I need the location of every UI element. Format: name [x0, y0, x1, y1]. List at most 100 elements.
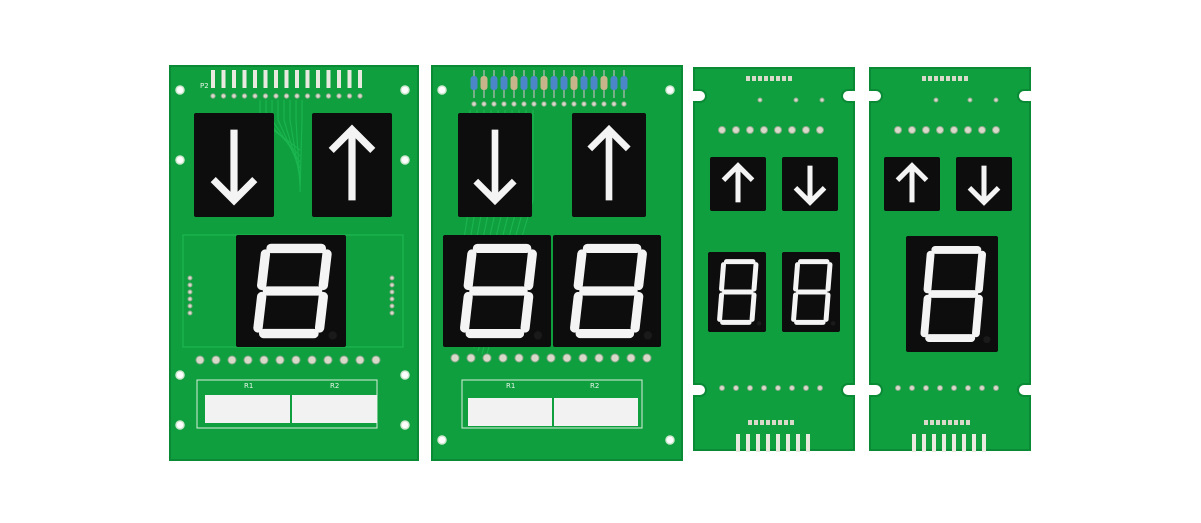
- arrow-head: [587, 124, 631, 152]
- arrow-head: [210, 177, 258, 206]
- smd-pad: [776, 76, 780, 81]
- decimal-point: [328, 331, 337, 340]
- segment-b: [825, 262, 833, 292]
- decimal-point: [756, 321, 762, 326]
- seven-segment-digit: [708, 252, 766, 332]
- solder-pad: [371, 355, 381, 365]
- header-pin: [305, 70, 310, 88]
- up-arrow-icon: [710, 157, 766, 211]
- resistor: [590, 76, 598, 90]
- segment-e: [460, 291, 473, 333]
- resistor: [550, 76, 558, 90]
- header-pin: [776, 434, 780, 452]
- silk-label-p2: P2: [200, 82, 209, 90]
- header-pin: [211, 70, 215, 88]
- solder-pad: [992, 126, 1000, 134]
- segment-f: [923, 250, 935, 294]
- arrow-head: [721, 162, 755, 182]
- silk-label-r2: R2: [590, 382, 599, 390]
- solder-pad: [346, 93, 353, 99]
- resistor: [600, 76, 608, 90]
- solder-pad: [626, 353, 636, 363]
- header-pin: [326, 70, 331, 88]
- solder-pad: [774, 126, 782, 134]
- silk-label-r2: R2: [330, 382, 339, 390]
- solder-pad: [541, 101, 547, 107]
- header-pin: [263, 70, 268, 88]
- solder-pad: [979, 385, 985, 391]
- segment-e: [920, 294, 932, 338]
- smd-pad: [764, 76, 768, 81]
- solder-pad: [760, 126, 768, 134]
- solder-pad: [732, 126, 740, 134]
- solder-pad: [718, 126, 726, 134]
- smd-pad: [788, 76, 792, 81]
- solder-pad: [746, 126, 754, 134]
- solder-pad: [187, 310, 193, 316]
- smd-pad: [954, 420, 958, 425]
- up-arrow-icon: [312, 113, 392, 217]
- resistor: [500, 76, 508, 90]
- solder-pad: [816, 126, 824, 134]
- header-pin: [962, 434, 966, 452]
- down-arrow-icon: [194, 113, 274, 217]
- decimal-point: [830, 321, 836, 326]
- solder-pad: [923, 385, 929, 391]
- solder-pad: [252, 93, 258, 99]
- solder-pad: [389, 289, 395, 295]
- solder-pad: [389, 303, 395, 309]
- smd-pad: [960, 420, 964, 425]
- resistor: [520, 76, 528, 90]
- segment-b: [975, 250, 987, 294]
- solder-pad: [307, 355, 317, 365]
- header-pin: [912, 434, 916, 452]
- solder-pad: [294, 93, 300, 99]
- arrow-head: [967, 186, 1001, 206]
- smd-pad: [766, 420, 770, 425]
- solder-pad: [802, 126, 810, 134]
- solder-pad: [978, 126, 986, 134]
- solder-pad: [187, 296, 193, 302]
- header-pin: [952, 434, 956, 452]
- solder-pad: [220, 93, 227, 99]
- decimal-point: [643, 331, 653, 340]
- smd-pad: [752, 76, 756, 81]
- resistor: [540, 76, 548, 90]
- mounting-hole: [175, 420, 185, 430]
- solder-pad: [450, 353, 460, 363]
- connector-block: [205, 395, 290, 423]
- solder-pad: [817, 385, 823, 391]
- down-arrow-icon: [956, 157, 1012, 211]
- solder-pad: [501, 101, 507, 107]
- board-3: [693, 67, 855, 452]
- down-arrow-icon: [458, 113, 532, 217]
- solder-pad: [591, 101, 597, 107]
- header-pin: [806, 434, 810, 452]
- header-pin: [932, 434, 936, 452]
- solder-pad: [521, 101, 527, 107]
- solder-pad: [355, 355, 365, 365]
- solder-pad: [514, 353, 524, 363]
- smd-pad: [958, 76, 962, 81]
- solder-pad: [601, 101, 607, 107]
- header-pin: [972, 434, 976, 452]
- segment-b: [751, 262, 759, 292]
- solder-pad: [803, 385, 809, 391]
- solder-pad: [578, 353, 588, 363]
- solder-pad: [211, 355, 221, 365]
- board-4: [869, 67, 1031, 452]
- solder-pad: [389, 296, 395, 302]
- solder-pad: [336, 93, 342, 99]
- solder-pad: [315, 93, 321, 99]
- solder-pad: [562, 353, 572, 363]
- solder-pad: [793, 97, 799, 103]
- solder-pad: [227, 355, 237, 365]
- solder-pad: [761, 385, 767, 391]
- seven-segment-digit: [906, 236, 998, 352]
- pcb-trace: [295, 100, 301, 187]
- up-arrow-icon: [572, 113, 646, 217]
- up-arrow-icon: [884, 157, 940, 211]
